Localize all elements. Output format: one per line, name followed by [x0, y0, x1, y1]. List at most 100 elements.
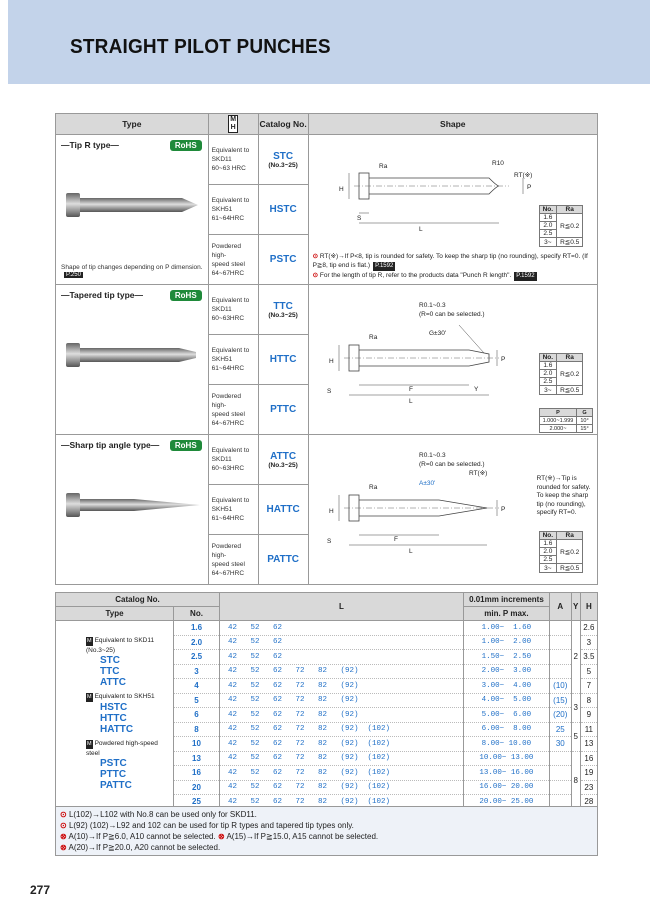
catalog-hstc[interactable]: HSTC	[257, 184, 309, 235]
dim-ra: Ra	[369, 484, 378, 491]
catalog-code[interactable]: ATTC	[100, 677, 126, 688]
dim-r: R0.1~0.3	[419, 452, 446, 459]
cell-a: 25	[548, 722, 572, 737]
cell-no[interactable]: 13	[173, 751, 220, 766]
cell-y: 8	[570, 751, 581, 810]
cell-a: (20)	[548, 707, 572, 723]
catalog-attc[interactable]: ATTC(No.3~25)	[257, 434, 309, 485]
header-type: Type	[55, 606, 174, 621]
header-no: No.	[173, 606, 220, 621]
cell-p-range: 6.00~ 8.00	[462, 722, 550, 737]
tip-r-pin-image	[66, 193, 198, 217]
cell-no[interactable]: 2.5	[173, 649, 220, 665]
note: ⊙ For the length of tip R, refer to the …	[312, 272, 537, 281]
mh-top: M	[230, 116, 237, 123]
header-l: L	[219, 592, 464, 621]
catalog-pattc[interactable]: PATTC	[257, 534, 309, 585]
catalog-pttc[interactable]: PTTC	[257, 384, 309, 435]
dim-r-note: (R=0 can be selected.)	[419, 461, 485, 468]
cell-h: 9	[579, 707, 599, 723]
cell-h: 11	[579, 722, 599, 737]
cell-p-range: 16.00~ 20.00	[462, 780, 550, 795]
dim-ra: Ra	[379, 163, 388, 170]
page-number: 277	[30, 883, 51, 897]
cell-no[interactable]: 10	[173, 736, 220, 752]
cell-p-range: 8.00~ 10.00	[462, 736, 550, 752]
cell-no[interactable]: 20	[173, 780, 220, 795]
dim-p: P	[501, 506, 505, 513]
dim-p: P	[501, 356, 505, 363]
cell-a	[548, 751, 572, 766]
catalog-hattc[interactable]: HATTC	[257, 484, 309, 535]
catalog-code[interactable]: TTC	[100, 666, 120, 677]
catalog-httc[interactable]: HTTC	[257, 334, 309, 385]
cell-p-range: 4.00~ 5.00	[462, 693, 550, 708]
tip-r-drawing: Ra R10 RT(※) H S L P	[339, 160, 532, 233]
type-cell-tapered: —Tapered tip type— RoHS	[55, 284, 209, 435]
cell-p-range: 1.50~ 2.50	[462, 649, 550, 665]
info-icon: ⊙	[312, 272, 319, 279]
cell-no[interactable]: 4	[173, 678, 220, 694]
cell-l: 42 52 62 72 82 (92) (102)	[219, 780, 464, 795]
header-increments: 0.01mm increments	[462, 592, 550, 607]
dim-r: R0.1~0.3	[419, 302, 446, 309]
catalog-ttc[interactable]: TTC(No.3~25)	[257, 284, 309, 335]
catalog-code[interactable]: HATTC	[100, 724, 134, 735]
shape-tapered: Ra R0.1~0.3 (R=0 can be selected.) G±30'…	[307, 284, 599, 435]
cell-no[interactable]: 1.6	[173, 620, 220, 636]
cell-no[interactable]: 16	[173, 765, 220, 781]
footnote: ⊗ A(10)→If P≧6.0, A10 cannot be selected…	[60, 832, 379, 841]
cell-l: 42 52 62	[219, 649, 464, 665]
rohs-badge: RoHS	[169, 440, 202, 451]
cell-no[interactable]: 5	[173, 693, 220, 708]
cell-no[interactable]: 8	[173, 722, 220, 737]
catalog-code[interactable]: HTTC	[100, 713, 127, 724]
cell-no[interactable]: 6	[173, 707, 220, 723]
cell-no[interactable]: 3	[173, 664, 220, 679]
group-tip-r-row-1: —Tip R type— RoHS Shape of tip changes d…	[55, 134, 599, 285]
cell-l: 42 52 62	[219, 620, 464, 636]
cell-a	[548, 620, 572, 636]
catalog-stc[interactable]: STC(No.3~25)	[257, 134, 309, 185]
tip-shape-caption: Shape of tip changes depending on P dime…	[61, 264, 203, 278]
footnote: ⊗ A(20)→If P≧20.0, A20 cannot be selecte…	[60, 843, 221, 852]
dim-r-note: (R=0 can be selected.)	[419, 311, 485, 318]
cell-h: 16	[579, 751, 599, 766]
header-a: A	[548, 592, 572, 621]
catalog-code[interactable]: STC	[100, 655, 120, 666]
tapered-drawing: Ra R0.1~0.3 (R=0 can be selected.) G±30'…	[327, 302, 505, 405]
catalog-code[interactable]: PATTC	[100, 780, 132, 791]
catalog-pstc[interactable]: PSTC	[257, 234, 309, 285]
cell-l: 42 52 62 72 82 (92) (102)	[219, 765, 464, 781]
header-type: Type	[55, 113, 209, 135]
dim-l: L	[419, 226, 423, 233]
catalog-code[interactable]: PTTC	[100, 769, 127, 780]
cell-no[interactable]: 2.0	[173, 635, 220, 650]
title-banner: STRAIGHT PILOT PUNCHES	[0, 0, 650, 84]
dim-h: H	[329, 508, 334, 515]
cell-p-range: 10.00~ 13.00	[462, 751, 550, 766]
rohs-badge: RoHS	[169, 290, 202, 301]
dim-s: S	[327, 538, 332, 545]
cell-h: 19	[579, 765, 599, 781]
catalog-code[interactable]: PSTC	[100, 758, 127, 769]
type-cell-tip-r: —Tip R type— RoHS Shape of tip changes d…	[55, 134, 209, 285]
sharp-pin-image	[66, 493, 200, 517]
catalog-code[interactable]: HSTC	[100, 702, 128, 713]
